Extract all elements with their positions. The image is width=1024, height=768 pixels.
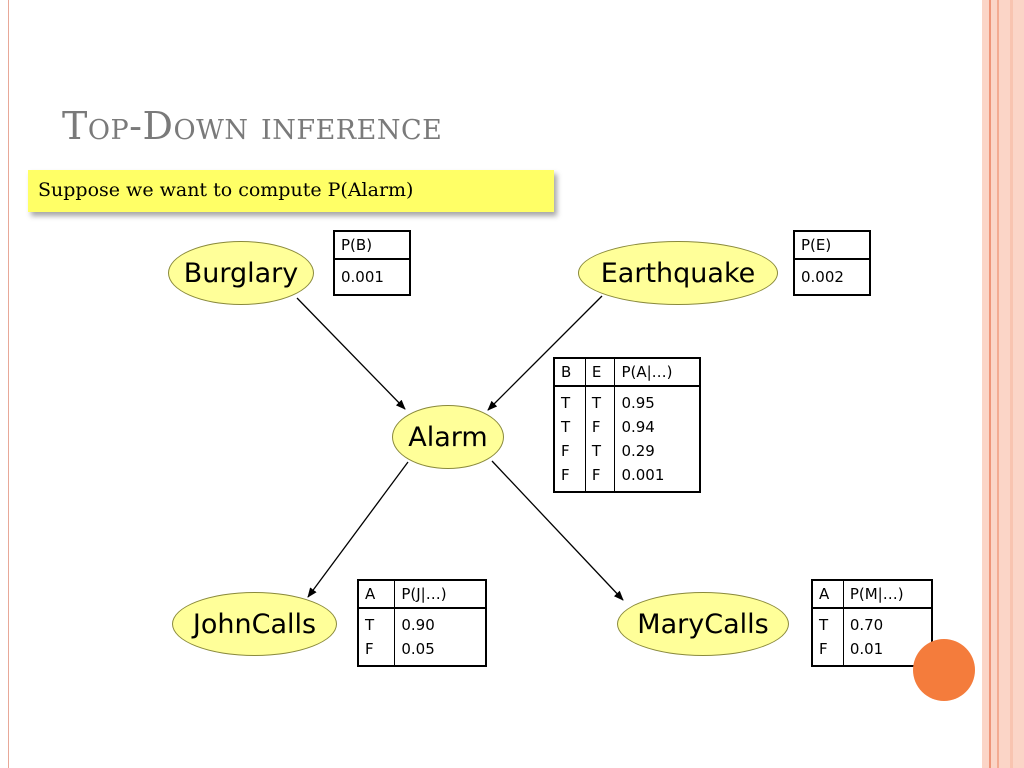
cpt-value: 0.001: [341, 268, 384, 286]
cpt-header-a: A: [358, 580, 395, 609]
edge-earthquake-alarm: [487, 295, 603, 411]
cpt-alarm: B E P(A|…) T T F F T F T F 0.95 0.94 0.2…: [553, 357, 701, 493]
cpt-header-p: P(J|…): [394, 580, 486, 609]
slide-frame-right-line: [989, 0, 991, 768]
node-alarm: Alarm: [392, 405, 504, 469]
cpt-header: P(E): [794, 231, 870, 260]
node-burglary: Burglary: [168, 241, 314, 305]
cpt-header-e: E: [584, 358, 615, 387]
node-johncalls: JohnCalls: [172, 592, 337, 656]
highlight-note: Suppose we want to compute P(Alarm): [28, 170, 554, 212]
cpt-burglary: P(B) 0.001: [333, 230, 411, 296]
node-earthquake: Earthquake: [578, 241, 778, 305]
slide-frame-right-line: [997, 0, 999, 768]
cpt-header: P(B): [334, 231, 410, 260]
cpt-col-b: T T F F: [561, 394, 571, 484]
cpt-johncalls: A P(J|…) T F 0.90 0.05: [357, 579, 487, 667]
edge-burglary-alarm: [296, 297, 406, 410]
cpt-header-p: P(M|…): [842, 580, 932, 609]
edge-alarm-marycalls: [491, 460, 624, 601]
cpt-col-a: T F: [365, 616, 375, 658]
cpt-col-e: T F T F: [584, 386, 615, 492]
cpt-col-a: T F: [819, 616, 829, 658]
edge-alarm-johncalls: [307, 461, 409, 598]
cpt-value: 0.002: [801, 268, 844, 286]
cpt-marycalls: A P(M|…) T F 0.70 0.01: [811, 579, 933, 667]
cpt-header-p: P(A|…): [614, 358, 700, 387]
cpt-earthquake: P(E) 0.002: [793, 230, 871, 296]
decorative-orange-circle: [913, 639, 975, 701]
slide-title: Top-Down inference: [62, 104, 443, 148]
cpt-col-p: 0.70 0.01: [842, 608, 932, 666]
node-marycalls: MaryCalls: [617, 592, 789, 656]
cpt-header-a: A: [812, 580, 844, 609]
cpt-col-p: 0.95 0.94 0.29 0.001: [614, 386, 700, 492]
cpt-col-p: 0.90 0.05: [394, 608, 486, 666]
slide-frame-right-line: [1010, 0, 1013, 768]
cpt-header-b: B: [554, 358, 586, 387]
slide-frame-left: [8, 0, 9, 768]
